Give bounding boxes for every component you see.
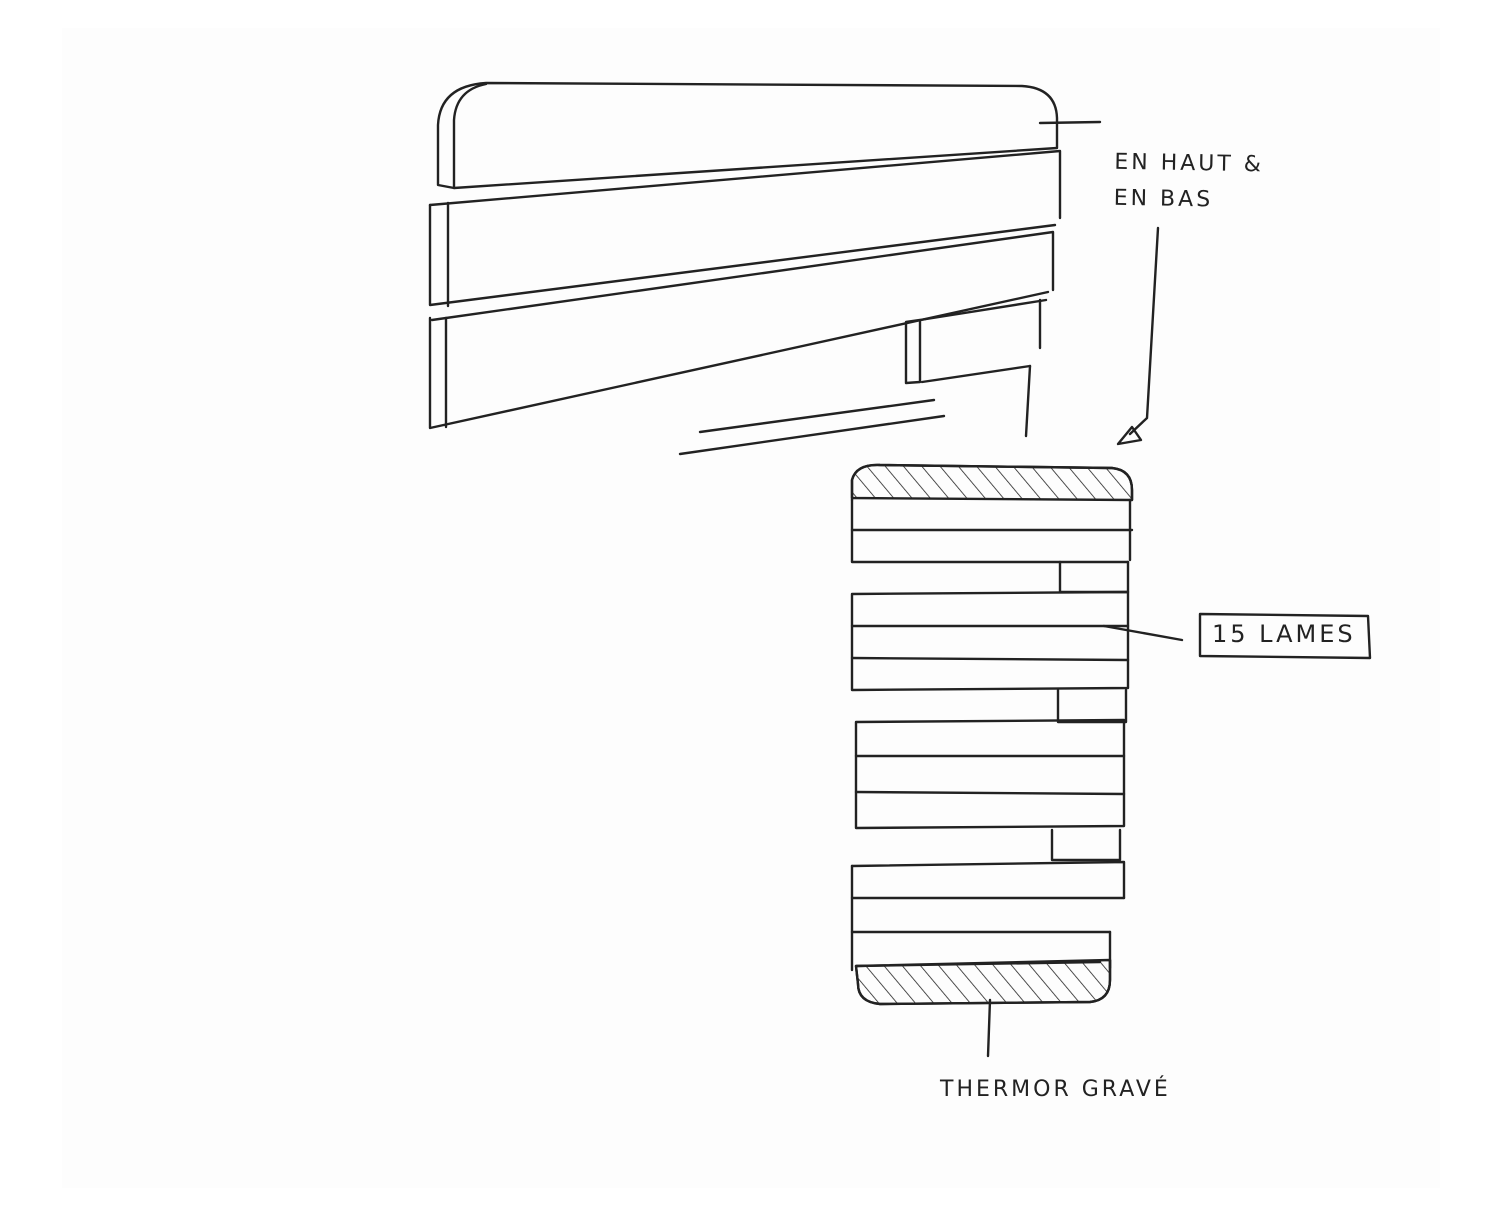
slat-count-label: 15 LAMES [1212, 620, 1356, 648]
paper-background [62, 28, 1440, 1188]
slat-count-box [1198, 612, 1372, 660]
perspective-view [428, 81, 1160, 456]
group-3-outline [854, 718, 1126, 830]
perspective-bottom-bar [678, 398, 946, 456]
top-cap-outline [850, 463, 1134, 502]
top-bottom-note-line2: EN BAS [1113, 185, 1214, 213]
group-4-outline [850, 860, 1126, 900]
bottom-cap-outline [854, 958, 1112, 1006]
spacer-1 [1058, 560, 1130, 594]
perspective-upright [1024, 298, 1042, 438]
top-bottom-note: EN HAUT & EN BAS [1113, 145, 1264, 220]
perspective-slat-2 [428, 290, 1050, 430]
perspective-gap-block [904, 298, 1048, 385]
front-elevation [850, 463, 1372, 1058]
engraving-label: THERMOR GRAVÉ [940, 1077, 1171, 1102]
perspective-slat-1 [428, 149, 1062, 220]
group-2-outline [850, 590, 1130, 692]
bottom-cap-hatch [854, 958, 1112, 1006]
top-leader-line [1038, 120, 1102, 125]
perspective-top-cap [436, 81, 1059, 190]
perspective-top-cap-edge [452, 82, 488, 190]
group-2-slat-line-b [850, 656, 1130, 662]
spacer-3 [1050, 828, 1122, 862]
slat-count-leader [1102, 624, 1184, 642]
arrow-head [1116, 425, 1143, 446]
group-1-outline [850, 498, 1130, 564]
perspective-slat-2-top [430, 230, 1055, 322]
top-cap-hatch [850, 463, 1134, 502]
spacer-2 [1056, 688, 1128, 724]
perspective-slat-1-bottom [428, 203, 1057, 307]
engraving-leader [986, 998, 992, 1058]
group-3-slat-line-b [854, 790, 1126, 796]
arrow-line [1128, 226, 1160, 436]
top-bottom-note-line1: EN HAUT & [1114, 149, 1265, 178]
